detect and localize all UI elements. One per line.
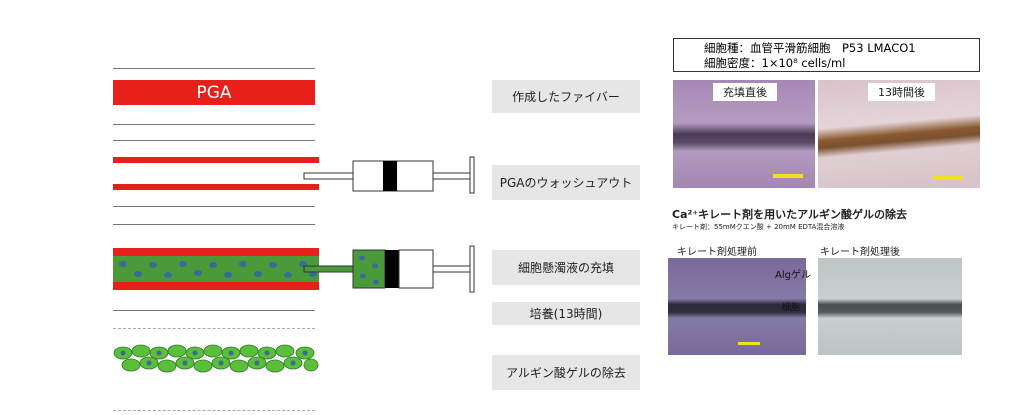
photo-label: 充填直後 [713, 83, 777, 101]
step-fill: 細胞懸濁液の充填 [492, 250, 640, 285]
photo-after-fill: 充填直後 [673, 80, 815, 188]
divider [113, 140, 315, 141]
divider [113, 410, 315, 411]
photo-after-chelate [818, 258, 962, 355]
before-label: キレート剤処理前 [677, 247, 757, 258]
step-culture: 培養(13時間) [492, 302, 640, 325]
divider [113, 206, 315, 207]
syringe-fill [303, 245, 475, 293]
divider [113, 124, 315, 125]
after-label: キレート剤処理後 [820, 247, 900, 258]
tube-wall-top [113, 157, 319, 163]
info-line1: 細胞種：血管平滑筋細胞 P53 LMACO1 [704, 41, 916, 55]
photo-before-chelate [668, 258, 806, 355]
divider [113, 68, 315, 69]
scale-bar [773, 174, 803, 178]
chelate-subtitle: キレート剤：55mMクエン酸 + 20mM EDTA混合溶液 [672, 223, 845, 231]
pga-fiber: PGA [113, 80, 315, 105]
divider [113, 328, 315, 329]
divider [113, 224, 315, 225]
photo-13h: 13時間後 [818, 80, 980, 188]
step-gel-removal: アルギン酸ゲルの除去 [492, 355, 640, 390]
chelate-title: Ca²⁺キレート剤を用いたアルギン酸ゲルの除去 [672, 208, 908, 221]
alg-gel-label: Algゲル [775, 270, 811, 281]
photo-label: 13時間後 [868, 83, 935, 101]
info-line2: 細胞密度：1×10⁸ cells/ml [704, 56, 846, 70]
divider [113, 310, 315, 311]
cell-suspension [113, 256, 319, 282]
info-box: 細胞種：血管平滑筋細胞 P53 LMACO1 細胞密度：1×10⁸ cells/… [673, 38, 980, 72]
tube-wall-bottom [113, 184, 319, 190]
pga-label: PGA [196, 82, 232, 103]
step-washout: PGAのウォッシュアウト [492, 165, 640, 200]
syringe-wash [303, 156, 475, 194]
cell-label: 細胞 [782, 303, 801, 313]
scale-bar [933, 176, 963, 180]
step-fiber: 作成したファイバー [492, 80, 640, 113]
scale-bar [738, 342, 760, 345]
cell-fiber [113, 344, 319, 373]
